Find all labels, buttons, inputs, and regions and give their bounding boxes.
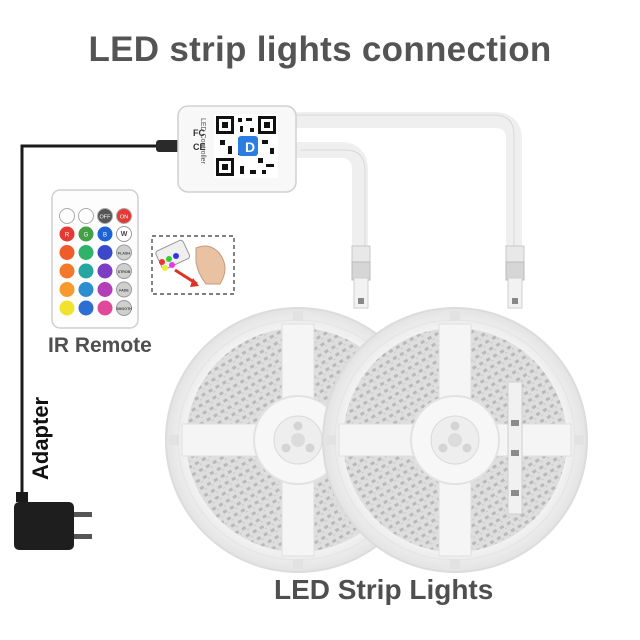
remote-top-button-label: OFF — [100, 215, 112, 221]
led-controller — [177, 105, 297, 193]
remote-top-button — [59, 208, 75, 224]
remote-side-button — [116, 244, 132, 261]
ir-remote: OFF ON R G B W FLASH STROB FADE SMOOTH — [51, 189, 139, 329]
remote-color-button — [59, 226, 75, 242]
fcc-mark: FC — [193, 128, 205, 138]
remote-color-button — [78, 300, 94, 316]
remote-color-letter: G — [84, 233, 89, 239]
ribbon-cables — [288, 112, 522, 264]
remote-side-button — [116, 263, 132, 279]
remote-color-button — [97, 263, 113, 279]
remote-color-button — [97, 245, 113, 260]
remote-color-button — [59, 245, 75, 260]
led-strip-lights-label: LED Strip Lights — [274, 574, 494, 605]
remote-color-button — [78, 245, 94, 260]
remote-color-button — [78, 282, 94, 297]
adapter-label: Adapter — [28, 396, 53, 480]
remote-side-button — [116, 226, 132, 242]
remote-side-button — [116, 300, 132, 316]
remote-color-button — [59, 282, 75, 297]
controller-logo: D — [245, 139, 255, 155]
remote-top-button — [97, 208, 113, 224]
barrel-plug — [156, 140, 180, 152]
remote-color-button — [59, 263, 75, 279]
remote-color-letter: R — [65, 233, 70, 239]
power-adapter — [14, 492, 92, 550]
remote-side-button-label: FLASH — [118, 252, 130, 256]
ir-remote-label: IR Remote — [48, 334, 152, 357]
ce-mark: CE — [193, 142, 206, 152]
strip-lead-end — [507, 381, 523, 515]
remote-color-button — [97, 300, 113, 316]
remote-side-button-label: SMOOTH — [116, 307, 132, 311]
remote-side-button-label: STROB — [118, 270, 131, 274]
remote-color-button — [97, 226, 113, 242]
remote-color-button — [97, 282, 113, 297]
controller-side-text: LED Controller — [199, 118, 206, 165]
remote-color-letter: B — [103, 233, 107, 239]
remote-side-button-label: W — [121, 231, 128, 238]
remote-color-button — [78, 263, 94, 279]
strip-connector-left — [351, 245, 371, 309]
remote-side-button-label: FADE — [119, 289, 129, 293]
remote-side-button — [116, 281, 132, 298]
remote-top-button — [78, 208, 94, 224]
remote-top-button-label: ON — [120, 215, 128, 221]
remote-color-button — [59, 300, 75, 316]
adapter-cable — [20, 144, 180, 498]
remote-usage-inset — [151, 235, 235, 295]
led-reel-front — [322, 307, 588, 573]
remote-top-button — [116, 208, 132, 224]
page-title: LED strip lights connection — [88, 30, 552, 69]
strip-connector-right — [505, 245, 525, 309]
remote-color-button — [78, 226, 94, 242]
